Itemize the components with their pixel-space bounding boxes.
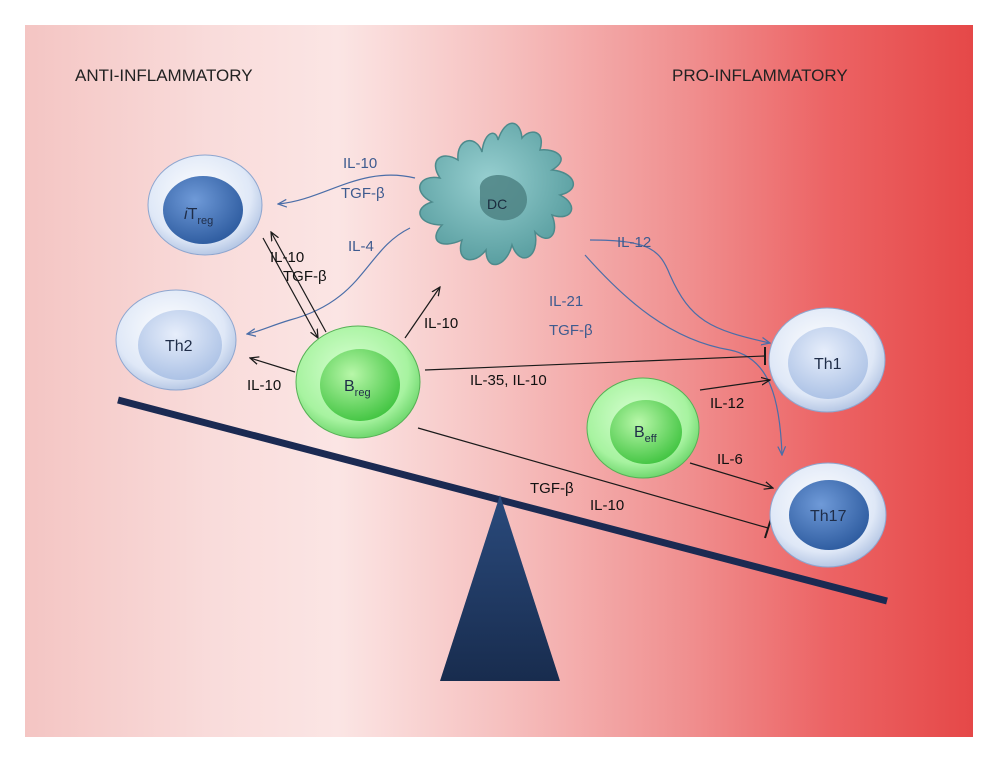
breg-to-itreg-arrow bbox=[271, 232, 327, 333]
dc-to-itreg-arrow bbox=[278, 174, 416, 204]
label-breg-th17-il10: IL-10 bbox=[590, 497, 624, 514]
breg-inhibits-th17-line bbox=[417, 427, 769, 529]
label-dc-itreg-il10: IL-10 bbox=[343, 155, 377, 172]
itreg-to-breg-arrow bbox=[262, 237, 318, 338]
breg-to-dc-arrow bbox=[404, 287, 440, 339]
seesaw-fulcrum bbox=[440, 495, 560, 681]
beff-to-th17-arrow bbox=[689, 462, 773, 488]
th1-cell: Th1 bbox=[768, 307, 886, 413]
breg-inhibits-th1-line bbox=[424, 355, 766, 371]
pro-inflammatory-heading: PRO-INFLAMMATORY bbox=[672, 66, 848, 85]
label-dc-th17-tgf: TGF-β bbox=[549, 322, 593, 339]
label-breg-th17-tgf: TGF-β bbox=[530, 480, 574, 497]
label-dc-itreg-tgf: TGF-β bbox=[341, 185, 385, 202]
breg-cell: Breg bbox=[295, 325, 421, 439]
label-dc-th17-il21: IL-21 bbox=[549, 293, 583, 310]
th17-label: Th17 bbox=[810, 508, 847, 525]
label-itreg-breg-tgf: TGF-β bbox=[283, 268, 327, 285]
th2-label: Th2 bbox=[165, 338, 193, 355]
label-dc-th1-il12: IL-12 bbox=[617, 234, 651, 251]
label-breg-th2-il10: IL-10 bbox=[247, 377, 281, 394]
label-dc-th2-il4: IL-4 bbox=[348, 238, 374, 255]
dc-label: DC bbox=[487, 196, 507, 212]
dendritic-cell: DC bbox=[419, 122, 575, 266]
seesaw-beam bbox=[117, 396, 888, 605]
dc-to-th1-arrow bbox=[589, 239, 770, 343]
th2-cell: Th2 bbox=[115, 289, 237, 391]
dc-to-th2-arrow bbox=[247, 227, 411, 334]
label-breg-th1: IL-35, IL-10 bbox=[470, 372, 547, 389]
beff-label: Beff bbox=[634, 424, 658, 445]
label-breg-dc-il10: IL-10 bbox=[424, 315, 458, 332]
beff-to-th1-arrow bbox=[699, 380, 770, 391]
label-itreg-breg-il10: IL-10 bbox=[270, 249, 304, 266]
itreg-cell: iTreg bbox=[147, 154, 263, 256]
beff-cell: Beff bbox=[586, 377, 700, 479]
dc-to-th17-arrow bbox=[584, 254, 782, 455]
th17-cell: Th17 bbox=[769, 462, 887, 568]
label-beff-th17-il6: IL-6 bbox=[717, 451, 743, 468]
th1-label: Th1 bbox=[814, 356, 842, 373]
breg-label: Breg bbox=[344, 378, 371, 399]
itreg-label: iTreg bbox=[184, 206, 213, 227]
label-beff-th1-il12: IL-12 bbox=[710, 395, 744, 412]
breg-to-th2-arrow bbox=[250, 358, 296, 373]
anti-inflammatory-heading: ANTI-INFLAMMATORY bbox=[75, 66, 253, 85]
